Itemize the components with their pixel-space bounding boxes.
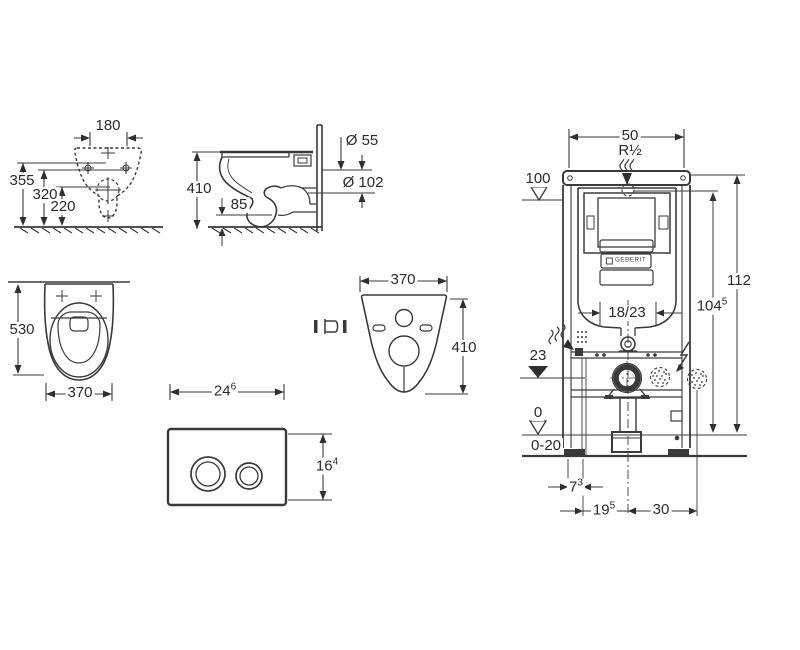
supply-diameter-label: Ø 55: [343, 132, 381, 150]
top-view-height1-label: 355: [7, 172, 37, 190]
frame-width-label: 50: [619, 127, 641, 145]
plate-height-label: 164: [313, 456, 341, 475]
supply-arrow-icon: [548, 323, 574, 350]
wall-anchor-right-icon: [686, 368, 708, 390]
zero-level-label: 0: [531, 404, 545, 422]
top-level-label: 100: [523, 170, 553, 188]
front-view-height-label: 530: [7, 321, 37, 339]
drain-offset-label: 195: [590, 500, 618, 519]
plate-width-label: 246: [211, 381, 239, 400]
leg-offset-label: 73: [567, 477, 585, 496]
wall-anchor-left-icon: [649, 366, 671, 388]
brand-logo-icon: [605, 257, 613, 265]
supply-thread-label: R½: [616, 142, 644, 160]
power-supply-icon: [676, 341, 690, 372]
top-view-height3-label: 220: [48, 198, 78, 216]
anchor-offset-label: 30: [650, 501, 672, 519]
flush-plate-drawing: [166, 384, 332, 507]
mid-level-label: 23: [527, 347, 549, 365]
toilet-top-view-drawing: [14, 132, 163, 234]
floor-adjust-label: 0-20: [528, 437, 564, 455]
gasket-width-label: 370: [388, 271, 418, 289]
installation-frame-drawing: [520, 129, 747, 516]
outlet-diameter-label: Ø 102: [340, 174, 386, 192]
inspection-opening-label: 18/23: [606, 304, 648, 322]
gasket-height-label: 410: [449, 339, 479, 357]
toilet-front-view-drawing: [8, 281, 130, 401]
fastening-bolt-icon: [314, 319, 347, 334]
toilet-side-view-drawing: [192, 124, 375, 246]
side-view-height-label: 410: [184, 180, 214, 198]
brand-label: GEBERIT: [605, 257, 646, 265]
front-view-width-label: 370: [65, 384, 95, 402]
frame-inner-height-label: 1045: [694, 296, 730, 315]
top-view-height2-label: 320: [30, 186, 60, 204]
top-view-width-label: 180: [93, 117, 123, 135]
side-view-rim-height-label: 85: [228, 196, 250, 214]
frame-total-height-label: 112: [725, 272, 753, 290]
sound-insulation-gasket-drawing: [314, 276, 468, 395]
